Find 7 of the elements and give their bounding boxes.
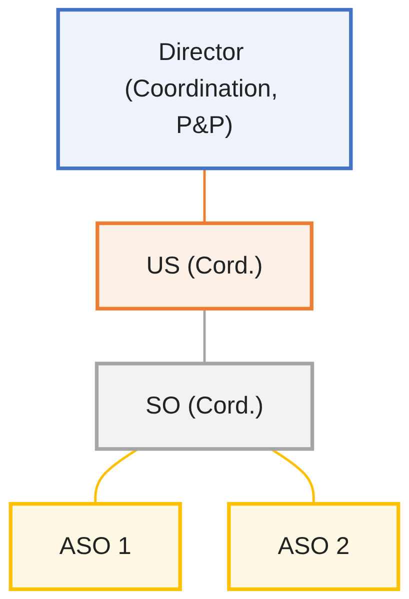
- connector: [203, 308, 206, 364]
- node-box: SO (Cord.): [94, 362, 314, 451]
- node-box: Director (Coordination, P&P): [56, 8, 353, 170]
- node-box: ASO 2: [227, 502, 400, 592]
- connector: [203, 168, 206, 224]
- node-box: ASO 1: [8, 502, 182, 592]
- node-box: US (Cord.): [96, 221, 314, 310]
